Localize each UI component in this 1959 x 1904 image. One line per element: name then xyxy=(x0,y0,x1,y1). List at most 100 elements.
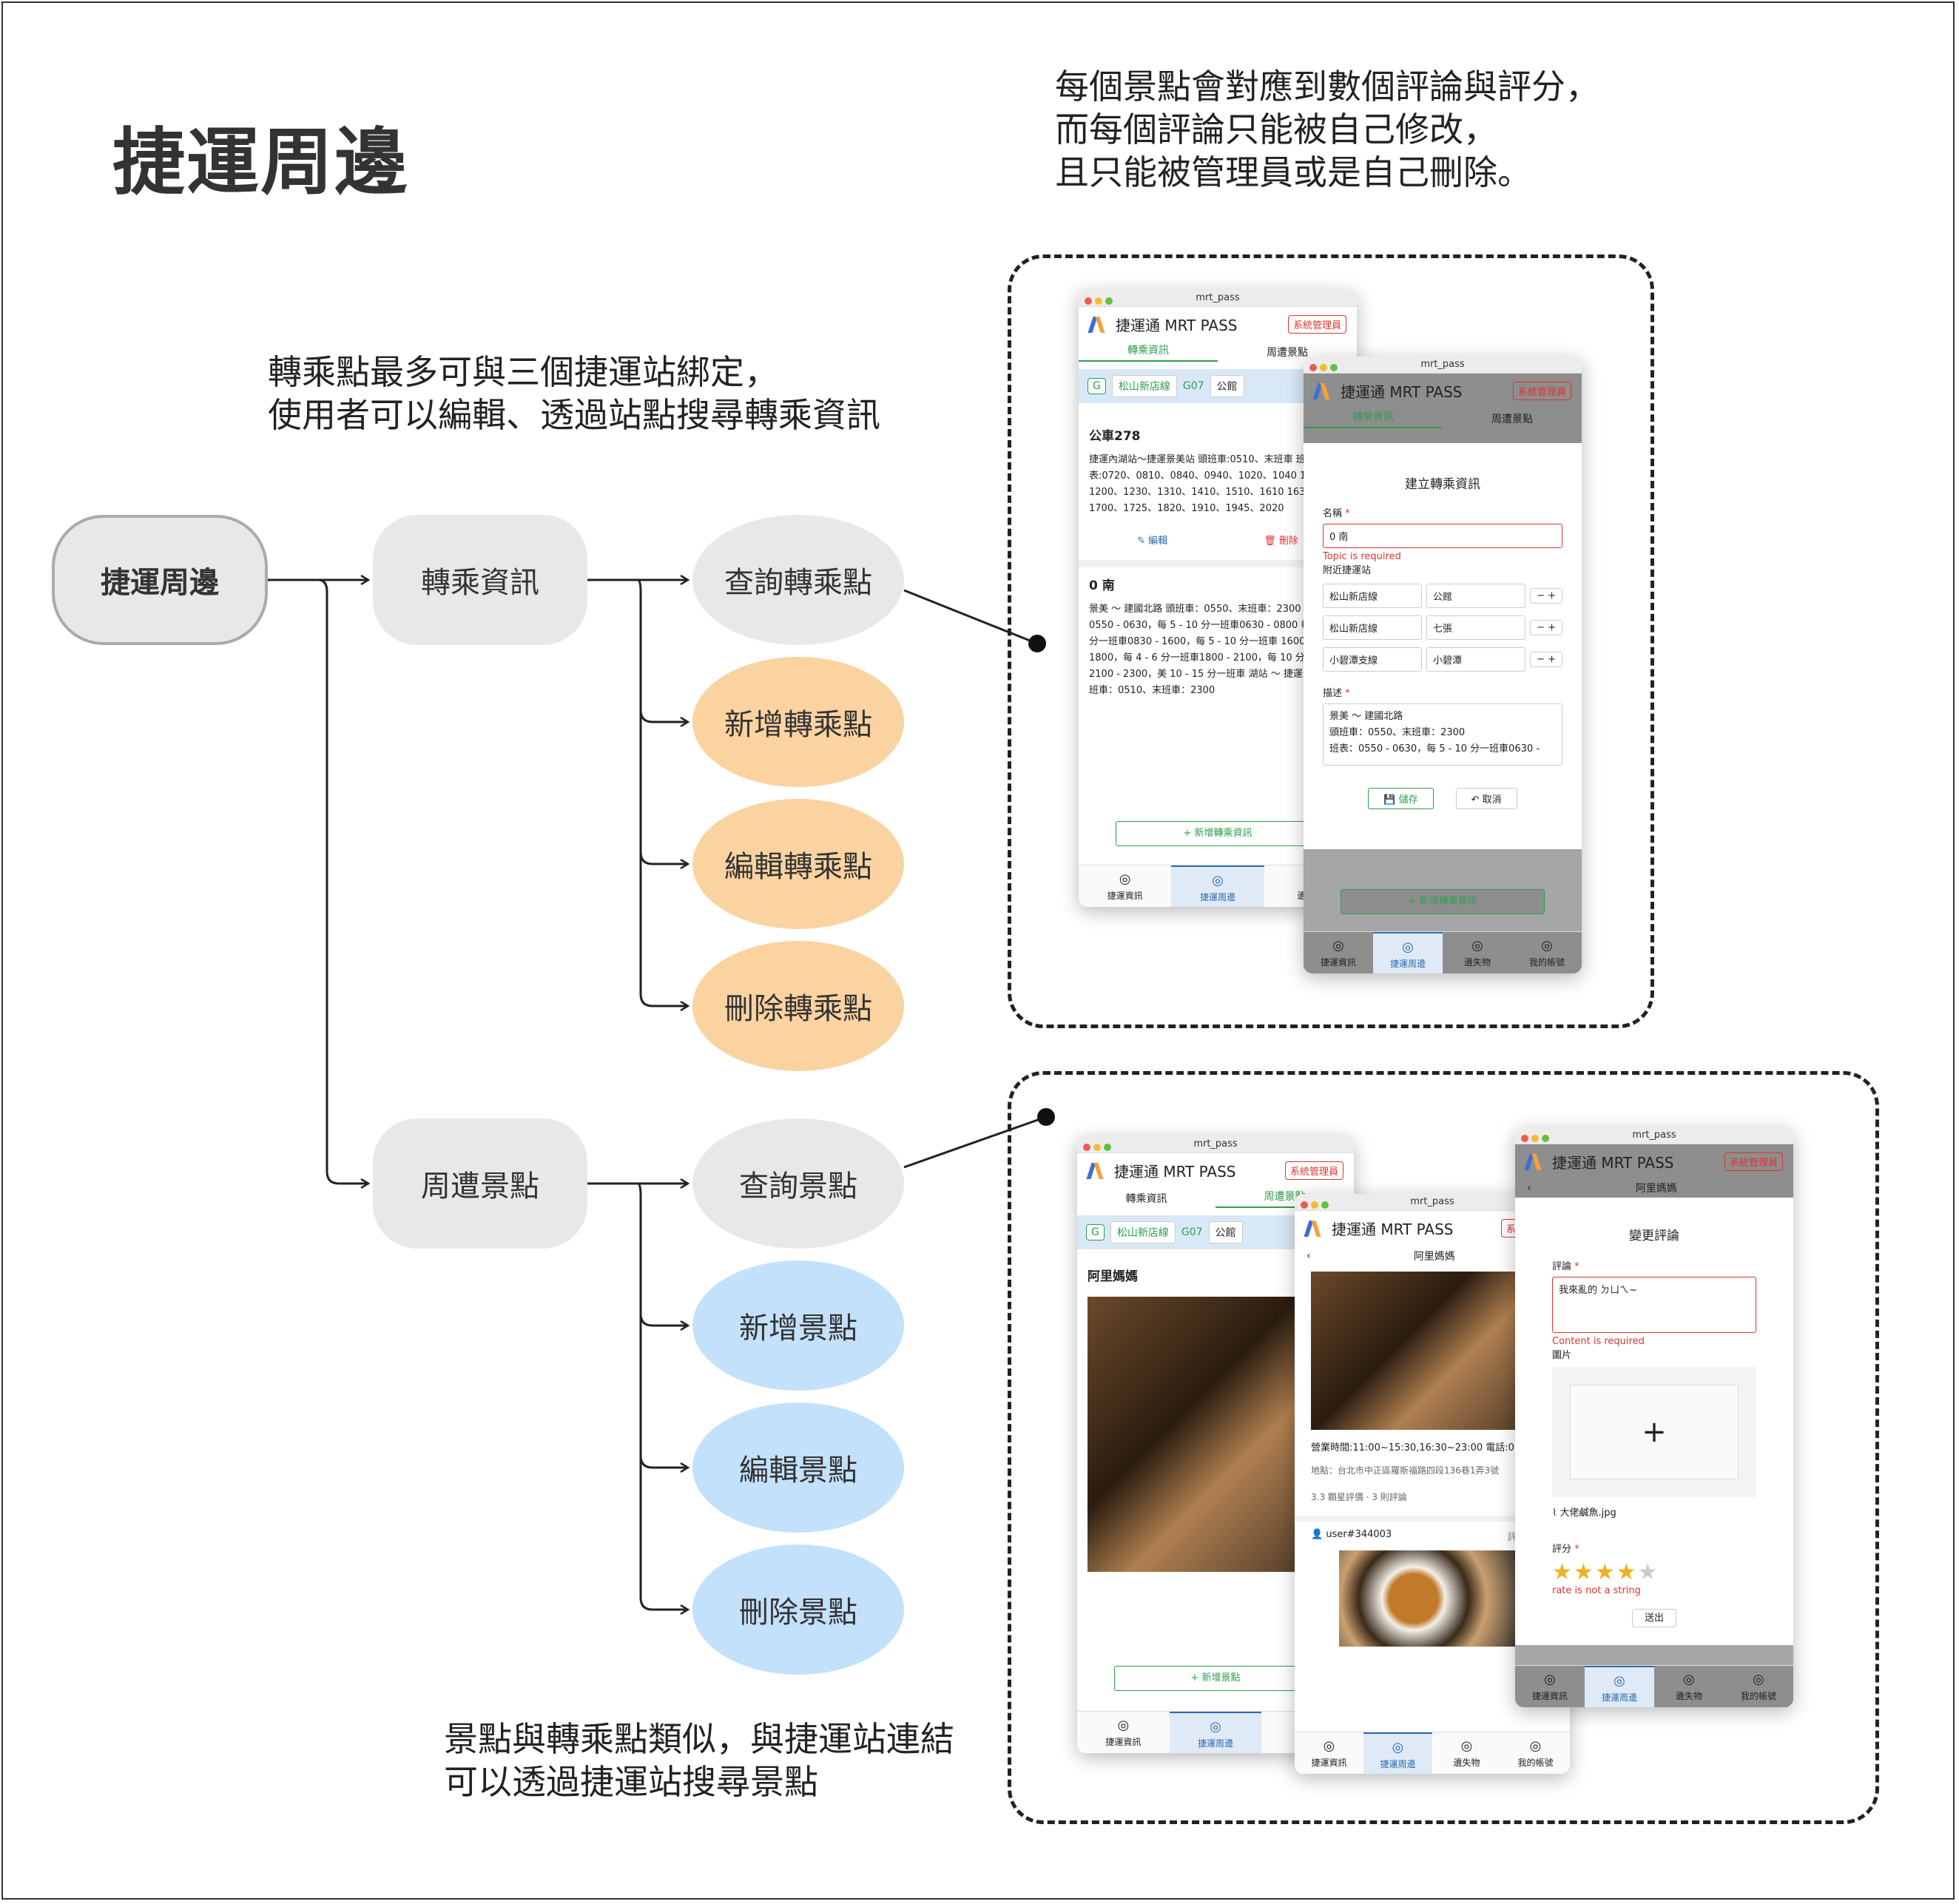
line-badge: G xyxy=(1088,378,1106,394)
nav-account[interactable]: 我的帳號 xyxy=(1724,1666,1793,1707)
add-image-button[interactable]: + xyxy=(1570,1385,1739,1479)
comment-field[interactable]: 我來亂的 ㄉㄩㄟ~ xyxy=(1552,1277,1756,1333)
admin-badge[interactable]: 系統管理員 xyxy=(1284,1161,1343,1180)
edit-button[interactable]: ✎ 編輯 xyxy=(1137,536,1168,547)
card-title: 公車278 xyxy=(1089,429,1141,444)
window-title: mrt_pass xyxy=(1196,292,1240,303)
nav-lost[interactable]: 遺失物 xyxy=(1443,932,1512,973)
station-code: G07 xyxy=(1182,380,1204,392)
add-spot-button[interactable]: + 新增景點 xyxy=(1114,1666,1317,1691)
tab-transfer[interactable]: 轉乘資訊 xyxy=(1304,409,1443,428)
add-transfer-button[interactable]: + 新增轉乘資訊 xyxy=(1341,889,1545,914)
node-edit-spot: 編輯景點 xyxy=(692,1402,904,1533)
nav-nearby[interactable]: 捷運周邊 xyxy=(1585,1666,1654,1707)
tab-spots[interactable]: 周遭景點 xyxy=(1267,347,1308,359)
modal-title: 變更評論 xyxy=(1629,1229,1679,1243)
line-select[interactable]: 松山新店線 xyxy=(1323,615,1423,640)
star-icon[interactable]: ★ xyxy=(1573,1559,1595,1585)
app-logo-icon xyxy=(1088,1161,1107,1179)
nav-account[interactable]: 我的帳號 xyxy=(1501,1732,1570,1774)
note-spots: 景點與轉乘點類似，與捷運站連結 可以透過捷運站搜尋景點 xyxy=(444,1719,954,1802)
tab-transfer[interactable]: 轉乘資訊 xyxy=(1079,342,1218,362)
star-icon[interactable]: ★ xyxy=(1616,1559,1638,1585)
nav-nearby[interactable]: 捷運周邊 xyxy=(1373,932,1443,973)
node-root: 捷運周邊 xyxy=(52,515,268,645)
station-select[interactable]: 公館 xyxy=(1210,375,1244,397)
app-name: 捷運通 MRT PASS xyxy=(1332,1220,1454,1238)
remove-station-button[interactable]: − + xyxy=(1530,620,1563,635)
star-icon[interactable]: ★ xyxy=(1594,1559,1616,1585)
nav-lost[interactable]: 遺失物 xyxy=(1654,1666,1724,1707)
node-query-transfer: 查詢轉乘點 xyxy=(692,515,904,645)
nav-lost[interactable]: 遺失物 xyxy=(1432,1732,1501,1774)
window-title: mrt_pass xyxy=(1193,1138,1238,1150)
back-icon[interactable]: ‹ xyxy=(1527,1182,1531,1194)
tab-spots[interactable]: 周遭景點 xyxy=(1491,413,1533,425)
transfer-card: 公車278 捷運內湖站～捷運景美站 頭班車:0510、末班車 班表:0720、0… xyxy=(1079,418,1357,560)
create-transfer-modal: 建立轉乘資訊 名稱 * 0 南 Topic is required 附近捷運站 … xyxy=(1304,457,1582,849)
bottom-nav: 捷運資訊 捷運周邊 遺失物 我的帳號 xyxy=(1295,1732,1570,1774)
cancel-button[interactable]: ↶ 取消 xyxy=(1455,788,1517,809)
image-upload-area[interactable]: + xyxy=(1552,1367,1756,1497)
line-select[interactable]: 松山新店線 xyxy=(1323,584,1423,608)
delete-button[interactable]: 🗑 刪除 xyxy=(1264,536,1298,547)
line-select[interactable]: 松山新店線 xyxy=(1111,375,1177,397)
app-logo-icon xyxy=(1525,1152,1545,1170)
station-code: G07 xyxy=(1181,1226,1203,1238)
line-select[interactable]: 小碧潭支線 xyxy=(1323,647,1423,672)
app-logo-icon xyxy=(1314,382,1333,399)
app-name: 捷運通 MRT PASS xyxy=(1341,382,1463,401)
app-logo-icon xyxy=(1305,1219,1324,1237)
save-button[interactable]: 💾 儲存 xyxy=(1368,788,1434,809)
name-label: 名稱 xyxy=(1323,508,1343,519)
bottom-nav: 捷運資訊 捷運周邊 遺失物 我的帳號 xyxy=(1515,1665,1793,1707)
card-text: 景美 ～ 建國北路 頭班車：0550、末班車：2300 表：0550 - 063… xyxy=(1089,604,1344,696)
spot-rating: 3.3 顆星評價 · 3 則評論 xyxy=(1311,1492,1407,1502)
star-icon[interactable]: ★ xyxy=(1552,1559,1574,1585)
star-icon[interactable]: ★ xyxy=(1637,1559,1659,1585)
station-select[interactable]: 小碧潭 xyxy=(1426,647,1526,672)
transfer-screens-group xyxy=(1008,254,1654,1028)
station-row: 小碧潭支線小碧潭 − + xyxy=(1323,647,1563,672)
nav-mrt-info[interactable]: 捷運資訊 xyxy=(1304,932,1373,973)
admin-badge[interactable]: 系統管理員 xyxy=(1512,381,1571,400)
nav-mrt-info[interactable]: 捷運資訊 xyxy=(1079,865,1172,907)
line-select[interactable]: 松山新店線 xyxy=(1110,1221,1176,1243)
admin-badge[interactable]: 系統管理員 xyxy=(1287,314,1346,334)
nav-mrt-info[interactable]: 捷運資訊 xyxy=(1515,1666,1585,1707)
remove-station-button[interactable]: − + xyxy=(1530,588,1563,604)
spot-screens-group xyxy=(1008,1071,1879,1824)
admin-badge[interactable]: 系統管理員 xyxy=(1724,1152,1783,1171)
star-rating[interactable]: ★★★★★ xyxy=(1552,1559,1756,1585)
desc-field[interactable]: 景美 ～ 建國北路 頭班車：0550、末班車：2300 班表：0550 - 06… xyxy=(1323,703,1562,766)
nav-mrt-info[interactable]: 捷運資訊 xyxy=(1295,1732,1363,1774)
score-error: rate is not a string xyxy=(1552,1585,1641,1596)
name-field[interactable]: 0 南 xyxy=(1323,524,1562,548)
spot-hours: 營業時間:11:00~15:30,16:30~23:00 電話:02-7724 xyxy=(1311,1442,1548,1454)
remove-station-button[interactable]: − + xyxy=(1530,652,1563,667)
note-transfer: 轉乘點最多可與三個捷運站綁定， 使用者可以編輯、透過站點搜尋轉乘資訊 xyxy=(268,352,880,435)
nav-mrt-info[interactable]: 捷運資訊 xyxy=(1077,1712,1170,1753)
nav-nearby[interactable]: 捷運周邊 xyxy=(1171,865,1264,907)
node-add-spot: 新增景點 xyxy=(692,1260,904,1391)
node-transfer-info: 轉乘資訊 xyxy=(373,515,587,645)
pointer-dot xyxy=(1037,1108,1055,1126)
node-edit-transfer: 編輯轉乘點 xyxy=(692,799,904,929)
add-transfer-button[interactable]: + 新增轉乘資訊 xyxy=(1116,821,1320,846)
card-text: 捷運內湖站～捷運景美站 頭班車:0510、末班車 班表:0720、0810、08… xyxy=(1089,454,1335,514)
score-label: 評分 xyxy=(1552,1544,1572,1555)
app-name: 捷運通 MRT PASS xyxy=(1116,316,1238,334)
station-select[interactable]: 七張 xyxy=(1426,615,1526,640)
app-name: 捷運通 MRT PASS xyxy=(1552,1153,1674,1172)
station-select[interactable]: 公館 xyxy=(1426,584,1526,608)
back-icon[interactable]: ‹ xyxy=(1306,1250,1311,1262)
nav-nearby[interactable]: 捷運周邊 xyxy=(1169,1712,1262,1753)
nav-account[interactable]: 我的帳號 xyxy=(1512,932,1582,973)
station-select[interactable]: 公館 xyxy=(1208,1221,1243,1243)
edge-transfer-edit xyxy=(639,710,688,864)
nav-nearby[interactable]: 捷運周邊 xyxy=(1363,1732,1432,1774)
review-user: user#344003 xyxy=(1326,1529,1392,1540)
submit-button[interactable]: 送出 xyxy=(1631,1609,1676,1627)
tab-transfer[interactable]: 轉乘資訊 xyxy=(1125,1193,1167,1205)
